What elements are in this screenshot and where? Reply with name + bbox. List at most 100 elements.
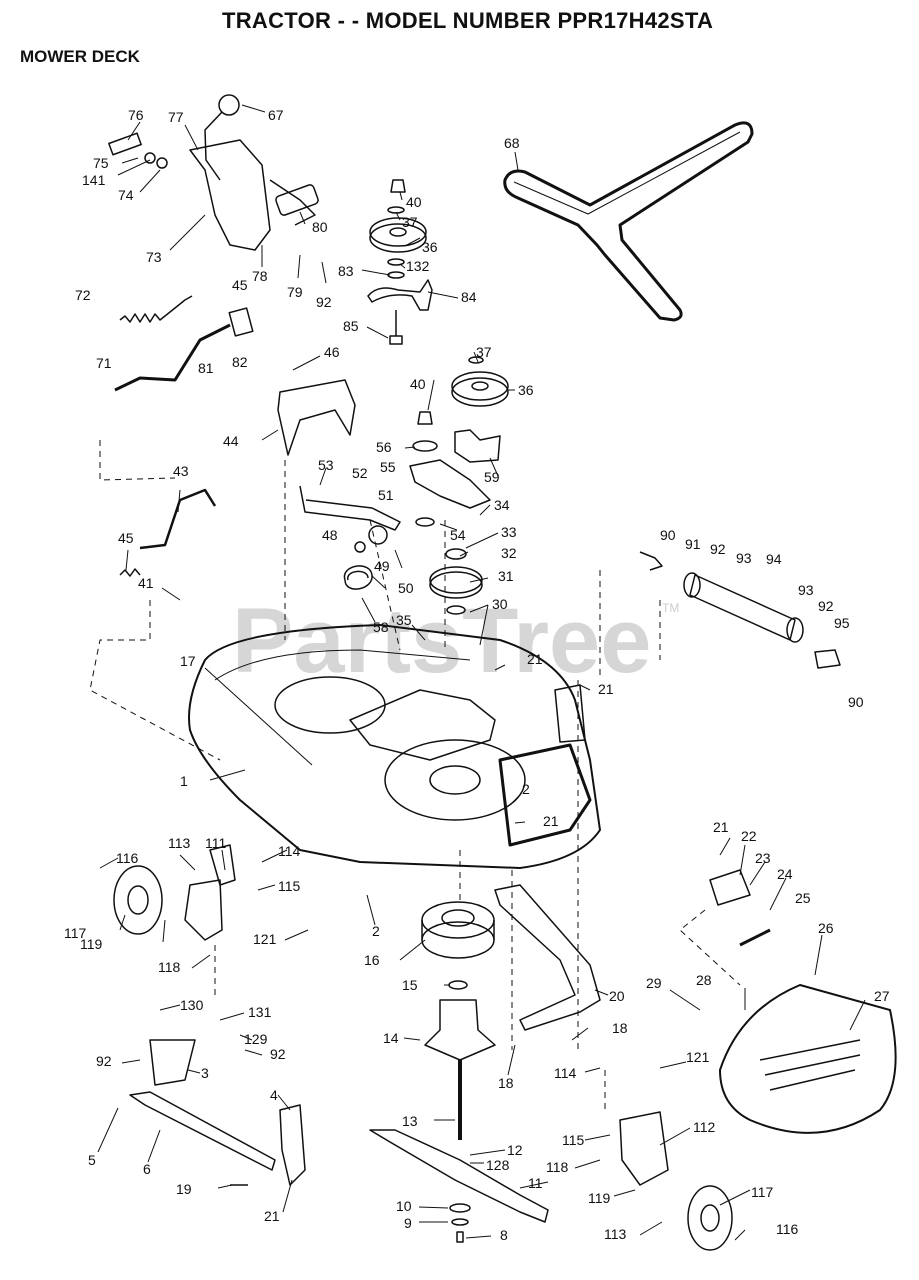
callout-81: 81 bbox=[198, 360, 214, 376]
callout-119b: 119 bbox=[588, 1190, 611, 1206]
callout-11: 11 bbox=[528, 1175, 543, 1191]
callout-36b: 36 bbox=[518, 382, 534, 398]
baffle-20 bbox=[494, 884, 601, 1031]
callout-56: 56 bbox=[376, 439, 392, 455]
callout-118b: 118 bbox=[546, 1159, 569, 1175]
callout-24: 24 bbox=[777, 866, 793, 882]
callout-77: 77 bbox=[168, 109, 184, 125]
callout-92d: 92 bbox=[96, 1053, 112, 1069]
callout-4: 4 bbox=[270, 1087, 278, 1103]
callout-118a: 118 bbox=[158, 959, 181, 975]
callout-113a: 113 bbox=[168, 835, 191, 851]
callout-25: 25 bbox=[795, 890, 811, 906]
lift-handle-knob-67 bbox=[218, 94, 240, 116]
callout-78: 78 bbox=[252, 268, 268, 284]
callout-54: 54 bbox=[450, 527, 466, 543]
callout-37b: 37 bbox=[476, 344, 492, 360]
part-drawings bbox=[108, 94, 897, 1251]
belt-68 bbox=[503, 121, 754, 322]
callout-5: 5 bbox=[88, 1152, 96, 1168]
callout-32: 32 bbox=[501, 545, 517, 561]
callout-114b: 114 bbox=[554, 1065, 577, 1081]
callout-90a: 90 bbox=[660, 527, 676, 543]
callout-31: 31 bbox=[498, 568, 514, 584]
watermark: PartsTree bbox=[232, 590, 651, 692]
callout-12: 12 bbox=[507, 1142, 523, 1158]
callout-68: 68 bbox=[504, 135, 520, 151]
callout-30: 30 bbox=[492, 596, 508, 612]
mower-deck-1 bbox=[188, 624, 601, 869]
callout-128: 128 bbox=[486, 1157, 510, 1173]
callout-92b: 92 bbox=[710, 541, 726, 557]
callout-67: 67 bbox=[268, 107, 284, 123]
callout-21d: 21 bbox=[713, 819, 729, 835]
callout-35: 35 bbox=[396, 612, 412, 628]
callout-84: 84 bbox=[461, 289, 477, 305]
trademark: TM bbox=[662, 601, 679, 615]
callout-37a: 37 bbox=[402, 214, 418, 230]
lift-bracket-73 bbox=[189, 139, 271, 251]
callout-22: 22 bbox=[741, 828, 757, 844]
callout-45b: 45 bbox=[118, 530, 134, 546]
callout-85: 85 bbox=[343, 318, 359, 334]
callout-21c: 21 bbox=[543, 813, 559, 829]
callout-121a: 121 bbox=[253, 931, 277, 947]
callout-117b: 117 bbox=[751, 1184, 774, 1200]
spindle-cover-16 bbox=[421, 901, 495, 939]
callout-29: 29 bbox=[646, 975, 662, 991]
callout-129: 129 bbox=[244, 1031, 268, 1047]
callout-59: 59 bbox=[484, 469, 500, 485]
belt-guard-44 bbox=[277, 379, 356, 456]
diagram-title: TRACTOR - - MODEL NUMBER PPR17H42STA bbox=[222, 8, 714, 33]
callout-19: 19 bbox=[176, 1181, 192, 1197]
callout-46: 46 bbox=[324, 344, 340, 360]
callout-116a: 116 bbox=[116, 850, 139, 866]
callout-14: 14 bbox=[383, 1030, 399, 1046]
callout-82: 82 bbox=[232, 354, 248, 370]
callout-141: 141 bbox=[82, 172, 106, 188]
callout-49: 49 bbox=[374, 558, 390, 574]
callout-73: 73 bbox=[146, 249, 162, 265]
spring-58 bbox=[343, 565, 373, 590]
bracket-84 bbox=[367, 279, 433, 311]
blade-11 bbox=[369, 1129, 549, 1223]
callout-16: 16 bbox=[364, 952, 380, 968]
callout-94: 94 bbox=[766, 551, 782, 567]
callout-53: 53 bbox=[318, 457, 334, 473]
pulley-36-upper bbox=[369, 223, 427, 253]
callout-36a: 36 bbox=[422, 239, 438, 255]
callout-92c: 92 bbox=[818, 598, 834, 614]
spindle-housing-14 bbox=[424, 999, 496, 1061]
callout-43: 43 bbox=[173, 463, 189, 479]
callout-33: 33 bbox=[501, 524, 517, 540]
callout-74: 74 bbox=[118, 187, 134, 203]
callout-58: 58 bbox=[373, 619, 389, 635]
dashed-guides bbox=[89, 440, 741, 1110]
callout-18a: 18 bbox=[612, 1020, 628, 1036]
callout-55: 55 bbox=[380, 459, 396, 475]
callout-130: 130 bbox=[180, 997, 204, 1013]
idler-arm-53 bbox=[299, 485, 401, 531]
callout-115b: 115 bbox=[562, 1132, 585, 1148]
callout-40a: 40 bbox=[406, 194, 422, 210]
callout-93a: 93 bbox=[736, 550, 752, 566]
callout-44: 44 bbox=[223, 433, 239, 449]
callout-132: 132 bbox=[406, 258, 430, 274]
callout-121b: 121 bbox=[686, 1049, 710, 1065]
link-71 bbox=[114, 323, 231, 392]
callout-23: 23 bbox=[755, 850, 771, 866]
callout-21e: 21 bbox=[264, 1208, 280, 1224]
diagram-subtitle: MOWER DECK bbox=[20, 47, 140, 66]
callout-6: 6 bbox=[143, 1161, 151, 1177]
callout-92e: 92 bbox=[270, 1046, 286, 1062]
callout-17: 17 bbox=[180, 653, 196, 669]
callout-114a: 114 bbox=[278, 843, 301, 859]
callout-21a: 21 bbox=[527, 651, 543, 667]
callout-27: 27 bbox=[874, 988, 890, 1004]
callout-119a: 119 bbox=[80, 936, 103, 952]
callout-52: 52 bbox=[352, 465, 368, 481]
callout-111: 111 bbox=[205, 835, 226, 851]
pulley-36-lower bbox=[451, 377, 509, 407]
callout-10: 10 bbox=[396, 1198, 412, 1214]
